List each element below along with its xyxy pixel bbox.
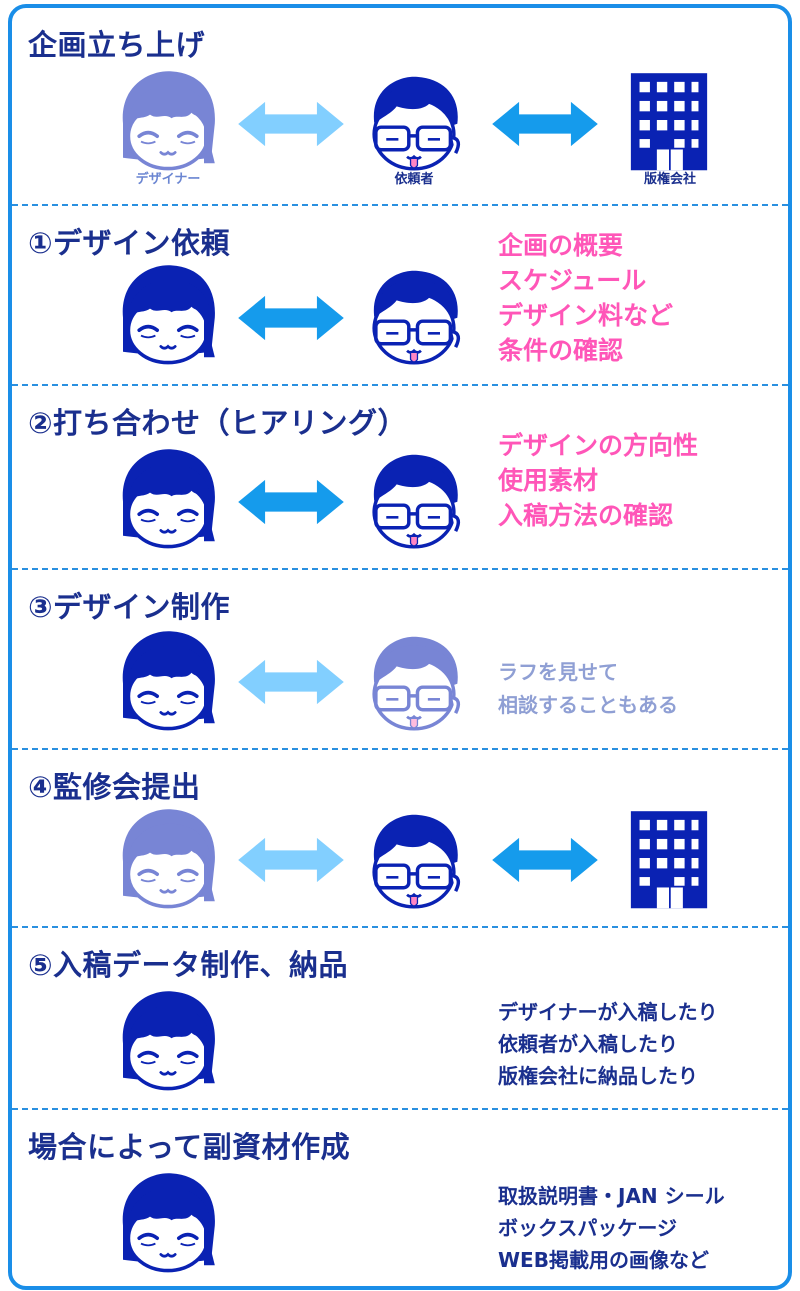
double-headed-arrow-icon (490, 836, 600, 884)
designer-face-icon (110, 626, 226, 734)
publisher-label: 版権会社 (643, 172, 696, 187)
section-title: ④監修会提出 (28, 770, 201, 804)
office-building-icon (624, 68, 714, 172)
double-headed-arrow-icon (490, 100, 600, 148)
production-notes: ラフを見せて 相談することもある (498, 656, 678, 722)
section-auxiliary-materials: 場合によって副資材作成 取扱説明書・JAN シール ボックスパッケージ WEB掲… (12, 1108, 788, 1288)
client-face-with-glasses-icon (356, 808, 472, 912)
section-title: ①デザイン依頼 (28, 226, 231, 260)
section-design-request: ①デザイン依頼 企画の概要 スケジュール デザイン料など 条件の確認 (12, 204, 788, 386)
note-line: 企画の概要 (498, 231, 624, 260)
note-line: 取扱説明書・JAN シール (498, 1184, 725, 1208)
note-line: 依頼者が入稿したり (498, 1032, 678, 1056)
client-label: 依頼者 (394, 172, 434, 187)
double-headed-arrow-icon (236, 294, 346, 342)
note-line: 使用素材 (498, 466, 599, 495)
client-face-with-glasses-icon (356, 264, 472, 368)
note-line: デザイン料など (498, 301, 674, 330)
note-line: 条件の確認 (498, 336, 624, 365)
note-line: スケジュール (498, 266, 647, 295)
double-headed-arrow-icon (236, 658, 346, 706)
designer-label: デザイナー (135, 172, 201, 187)
hearing-notes: デザインの方向性 使用素材 入稿方法の確認 (498, 428, 698, 533)
designer-face-icon (110, 66, 226, 174)
note-line: 入稿方法の確認 (498, 501, 674, 530)
note-line: ボックスパッケージ (498, 1216, 677, 1240)
section-kickoff: 企画立ち上げ デザイナー 依頼者 版権会社 (12, 8, 788, 204)
note-line: 相談することもある (498, 693, 678, 717)
double-headed-arrow-icon (236, 478, 346, 526)
designer-face-icon (110, 1168, 226, 1276)
auxiliary-notes: 取扱説明書・JAN シール ボックスパッケージ WEB掲載用の画像など (498, 1180, 725, 1276)
section-title: ②打ち合わせ（ヒアリング） (28, 406, 408, 440)
section-title: ③デザイン制作 (28, 590, 231, 624)
request-notes: 企画の概要 スケジュール デザイン料など 条件の確認 (498, 228, 673, 368)
client-face-with-glasses-icon (356, 70, 472, 174)
office-building-icon (624, 806, 714, 910)
section-title: 場合によって副資材作成 (28, 1130, 351, 1164)
designer-face-icon (110, 986, 226, 1094)
designer-face-icon (110, 804, 226, 912)
designer-face-icon (110, 260, 226, 368)
flow-diagram-frame: 企画立ち上げ デザイナー 依頼者 版権会社 ①デザイン依頼 企画の概要 スケジュ… (8, 4, 792, 1290)
section-delivery: ⑤入稿データ制作、納品 デザイナーが入稿したり 依頼者が入稿したり 版権会社に納… (12, 926, 788, 1110)
note-line: デザインの方向性 (498, 431, 699, 460)
client-face-with-glasses-icon (356, 630, 472, 734)
note-line: デザイナーが入稿したり (498, 1000, 718, 1024)
designer-face-icon (110, 444, 226, 552)
delivery-notes: デザイナーが入稿したり 依頼者が入稿したり 版権会社に納品したり (498, 996, 718, 1092)
section-title: ⑤入稿データ制作、納品 (28, 948, 349, 982)
section-supervision: ④監修会提出 (12, 748, 788, 928)
section-title: 企画立ち上げ (28, 28, 206, 62)
note-line: 版権会社に納品したり (498, 1064, 698, 1088)
double-headed-arrow-icon (236, 836, 346, 884)
section-hearing: ②打ち合わせ（ヒアリング） デザインの方向性 使用素材 入稿方法の確認 (12, 384, 788, 570)
client-face-with-glasses-icon (356, 448, 472, 552)
double-headed-arrow-icon (236, 100, 346, 148)
section-design-production: ③デザイン制作 ラフを見せて 相談することもある (12, 568, 788, 750)
note-line: ラフを見せて (498, 660, 618, 684)
note-line: WEB掲載用の画像など (498, 1248, 709, 1272)
